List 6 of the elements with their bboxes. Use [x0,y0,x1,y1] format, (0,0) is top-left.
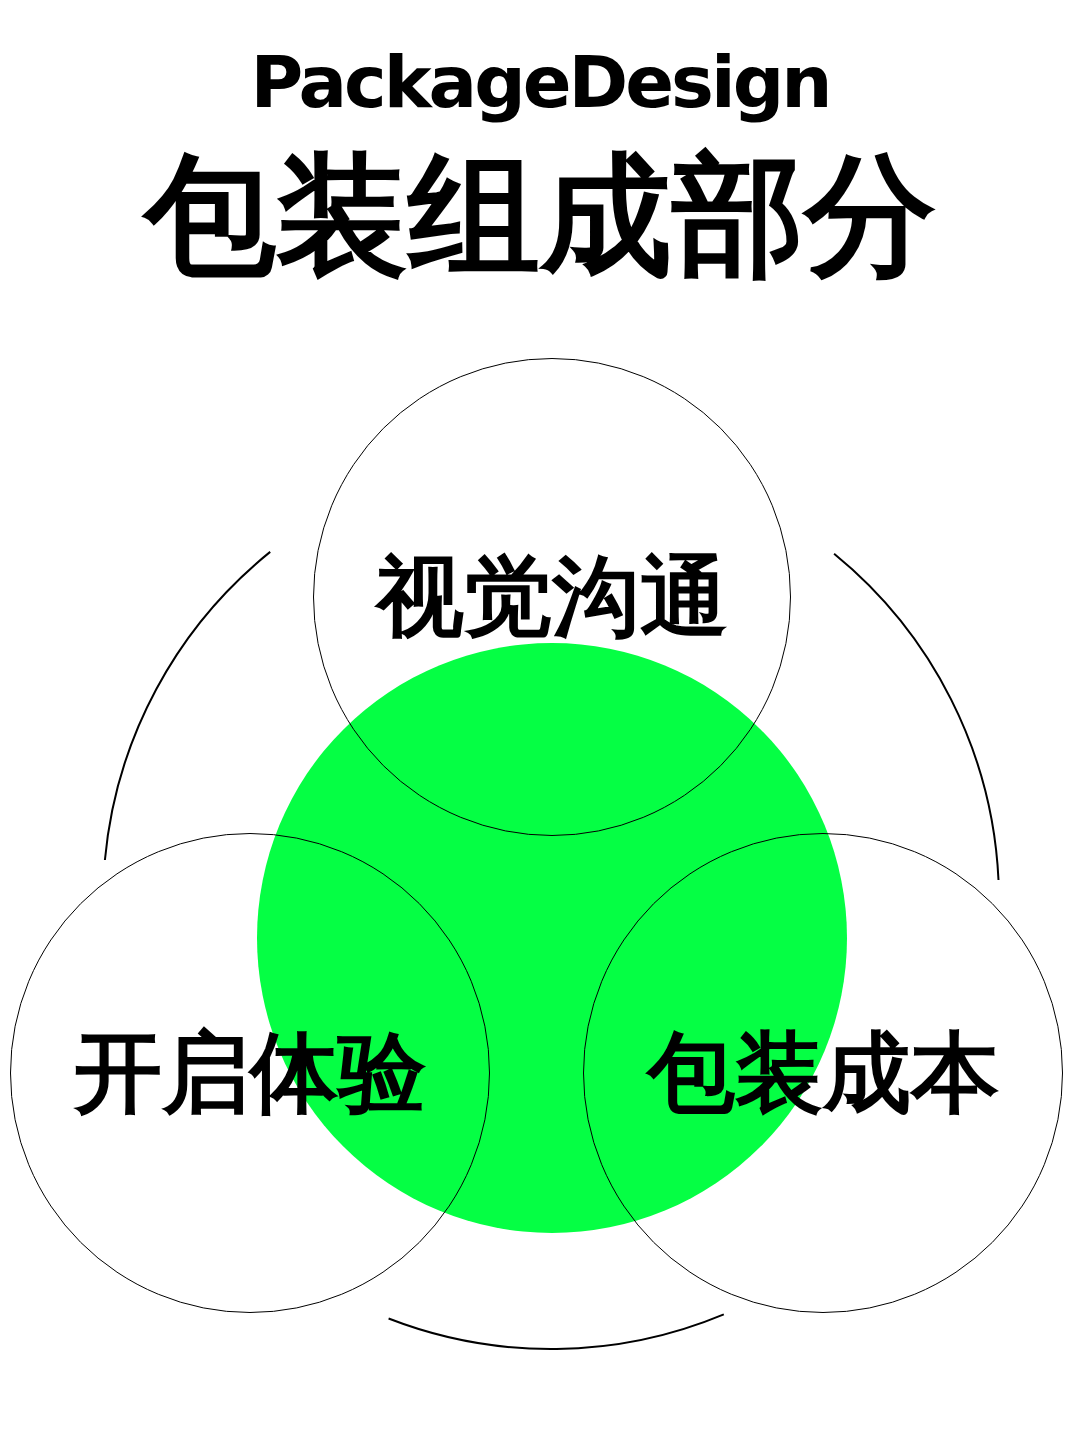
title-text: 包装组成部分 [0,135,1080,295]
circle-label: 视觉沟通 [376,543,728,650]
subtitle-text: PackageDesign [249,40,831,124]
arc-connector [387,1313,725,1350]
arc-connector [103,550,272,861]
arc-connector [833,552,1000,881]
